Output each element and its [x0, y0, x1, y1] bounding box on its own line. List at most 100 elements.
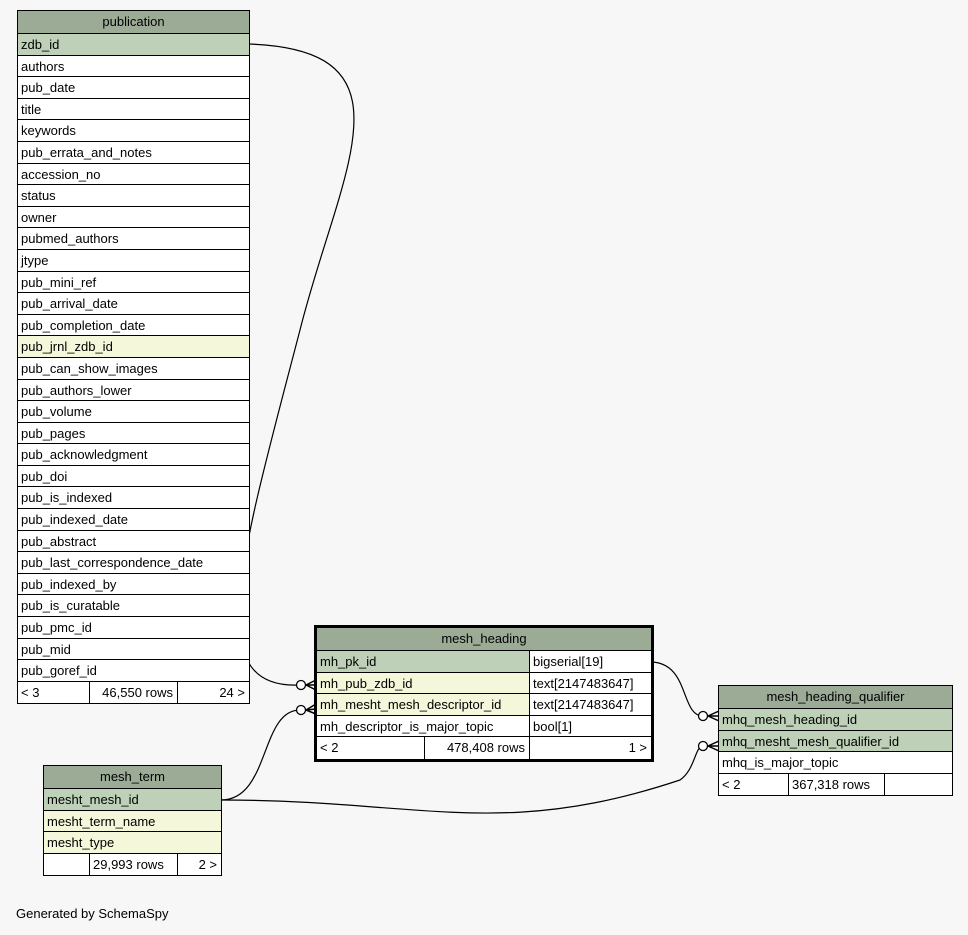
- column-name: pub_authors_lower: [21, 382, 132, 398]
- column-row[interactable]: pub_abstract: [18, 530, 249, 553]
- column-row[interactable]: pub_volume: [18, 401, 249, 423]
- children-count[interactable]: 2 >: [198, 856, 217, 872]
- column-name: pub_can_show_images: [21, 360, 158, 376]
- column-name: mhq_mesh_heading_id: [722, 712, 858, 727]
- column-row[interactable]: pub_is_curatable: [18, 595, 249, 618]
- column-row[interactable]: owner: [18, 206, 249, 229]
- column-row[interactable]: pub_goref_id: [18, 660, 249, 682]
- generated-by-caption: Generated by SchemaSpy: [16, 906, 169, 921]
- column-name: mh_pk_id: [317, 651, 530, 672]
- column-name: zdb_id: [21, 37, 60, 52]
- column-name: pub_pages: [21, 425, 86, 441]
- zero-optional-icon: [697, 710, 709, 722]
- column-row[interactable]: mhq_mesh_heading_id: [719, 709, 952, 731]
- column-row[interactable]: keywords: [18, 120, 249, 142]
- column-name: pub_errata_and_notes: [21, 144, 152, 160]
- children-count: [885, 774, 952, 796]
- column-row[interactable]: pub_completion_date: [18, 314, 249, 337]
- parents-count[interactable]: < 2: [719, 773, 789, 796]
- column-name: pub_last_correspondence_date: [21, 555, 204, 571]
- column-row[interactable]: pub_indexed_by: [18, 573, 249, 596]
- column-name: pub_pmc_id: [21, 620, 92, 636]
- column-row[interactable]: pub_errata_and_notes: [18, 141, 249, 164]
- column-row[interactable]: mhq_is_major_topic: [719, 752, 952, 774]
- column-type: text[2147483647]: [530, 672, 651, 694]
- column-name: pubmed_authors: [21, 231, 119, 247]
- column-type: bool[1]: [530, 715, 651, 737]
- table-footer: < 2 367,318 rows: [719, 773, 952, 796]
- parents-count: [44, 853, 90, 876]
- column-name: mhq_mesht_mesh_qualifier_id: [722, 733, 900, 749]
- column-row[interactable]: pub_pages: [18, 422, 249, 445]
- column-name: pub_abstract: [21, 533, 97, 549]
- column-row[interactable]: accession_no: [18, 163, 249, 186]
- zero-optional-icon: [697, 740, 709, 752]
- parents-count[interactable]: < 3: [18, 681, 90, 704]
- column-name: mesht_term_name: [47, 813, 156, 829]
- column-name: mh_mesht_mesh_descriptor_id: [317, 694, 530, 715]
- rel-publication-mesh-heading: [238, 43, 355, 686]
- column-row[interactable]: mesht_mesh_id: [44, 789, 221, 811]
- column-name: pub_volume: [21, 404, 92, 420]
- column-row[interactable]: pub_pmc_id: [18, 617, 249, 639]
- column-name: pub_completion_date: [21, 317, 146, 333]
- column-row[interactable]: pub_indexed_date: [18, 509, 249, 531]
- column-name: pub_date: [21, 80, 76, 96]
- rel-mesh-heading-qualifier: [649, 661, 704, 717]
- column-row[interactable]: pub_can_show_images: [18, 357, 249, 380]
- column-name: pub_acknowledgment: [21, 447, 148, 463]
- table-header[interactable]: mesh_heading: [317, 628, 651, 651]
- column-row[interactable]: mesht_type: [44, 832, 221, 854]
- zero-optional-icon: [295, 679, 307, 691]
- table-footer: 29,993 rows 2 >: [44, 853, 221, 876]
- column-row[interactable]: pub_date: [18, 77, 249, 99]
- column-name: pub_is_indexed: [21, 490, 113, 506]
- column-row[interactable]: mesht_term_name: [44, 810, 221, 833]
- column-type: text[2147483647]: [530, 694, 651, 715]
- column-name: keywords: [21, 123, 76, 139]
- column-name: mesht_type: [47, 835, 115, 851]
- column-row[interactable]: pub_acknowledgment: [18, 444, 249, 466]
- column-name: mh_descriptor_is_major_topic: [317, 715, 530, 737]
- table-mesh-heading-qualifier[interactable]: mesh_heading_qualifier mhq_mesh_heading_…: [718, 685, 953, 797]
- column-row[interactable]: jtype: [18, 249, 249, 272]
- children-count[interactable]: 24 >: [219, 684, 245, 700]
- row-count: 478,408 rows: [425, 737, 530, 759]
- column-name: mh_pub_zdb_id: [317, 672, 530, 694]
- column-row[interactable]: pub_mini_ref: [18, 271, 249, 294]
- column-row[interactable]: pub_arrival_date: [18, 293, 249, 315]
- column-row[interactable]: zdb_id: [18, 34, 249, 56]
- zero-optional-icon: [295, 704, 307, 716]
- column-row[interactable]: pubmed_authors: [18, 228, 249, 250]
- column-row[interactable]: pub_is_indexed: [18, 487, 249, 510]
- column-row[interactable]: pub_authors_lower: [18, 379, 249, 402]
- column-name: pub_arrival_date: [21, 296, 118, 312]
- column-row[interactable]: mhq_mesht_mesh_qualifier_id: [719, 730, 952, 753]
- column-row[interactable]: authors: [18, 55, 249, 78]
- table-header[interactable]: mesh_term: [44, 766, 221, 789]
- table-header[interactable]: mesh_heading_qualifier: [719, 686, 952, 709]
- parents-count[interactable]: < 2: [317, 737, 425, 759]
- table-footer: < 2 478,408 rows 1 >: [317, 737, 651, 759]
- column-row[interactable]: pub_last_correspondence_date: [18, 552, 249, 574]
- column-row[interactable]: pub_mid: [18, 638, 249, 661]
- column-name: status: [21, 188, 56, 204]
- column-row[interactable]: title: [18, 98, 249, 121]
- column-name: mhq_is_major_topic: [722, 755, 839, 771]
- column-name: pub_indexed_date: [21, 512, 128, 528]
- column-row[interactable]: pub_jrnl_zdb_id: [18, 336, 249, 358]
- column-name: pub_indexed_by: [21, 576, 117, 592]
- table-header[interactable]: publication: [18, 11, 249, 34]
- children-count[interactable]: 1 >: [628, 740, 647, 756]
- column-row[interactable]: pub_doi: [18, 465, 249, 488]
- column-name: pub_jrnl_zdb_id: [21, 339, 113, 355]
- column-row[interactable]: status: [18, 185, 249, 207]
- rel-mesh-term-mesh-heading: [220, 709, 301, 801]
